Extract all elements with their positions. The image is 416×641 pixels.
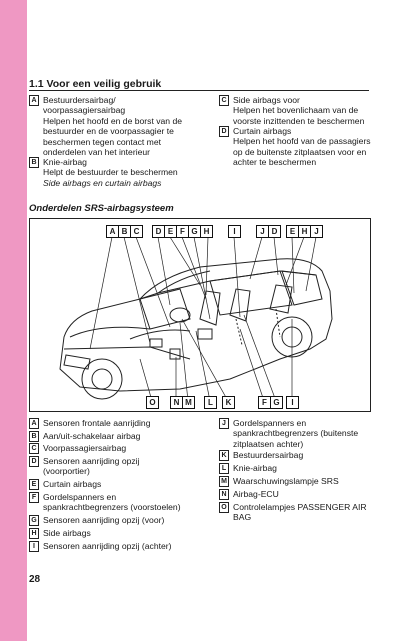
legend-text: (voorportier) (43, 466, 90, 477)
legend-h: H Side airbags (29, 528, 209, 539)
legend-text: Side airbags (43, 528, 91, 538)
key-badge: C (219, 95, 229, 106)
legend-c: C Voorpassagiersairbag (29, 443, 209, 454)
entry-text: Bestuurdersairbag/ (43, 95, 116, 105)
entry-d: D Curtain airbags Helpen het hoofd van d… (219, 126, 379, 168)
bottom-color-tab (0, 630, 27, 641)
key-badge: B (29, 157, 39, 168)
entry-c: C Side airbags voor Helpen het bovenlich… (219, 95, 379, 126)
callout-g: G (188, 225, 201, 238)
legend-text: Gordelspanners en (43, 492, 117, 502)
entry-b: B Knie-airbag Helpt de bestuurder te bes… (29, 157, 209, 188)
key-badge: D (29, 456, 39, 467)
legend-l: L Knie-airbag (219, 463, 379, 474)
callout-b: B (118, 225, 131, 238)
car-illustration (59, 236, 333, 402)
key-badge: O (219, 502, 229, 513)
key-badge: G (29, 515, 39, 526)
callout-l: L (204, 396, 217, 409)
title-rule (29, 90, 369, 91)
legend-text: Sensoren aanrijding opzij (achter) (43, 541, 172, 551)
key-badge: D (219, 126, 229, 137)
key-badge: F (29, 492, 39, 503)
legend-text: Airbag-ECU (233, 489, 279, 499)
key-badge: A (29, 95, 39, 106)
callout-j-rear: J (310, 225, 323, 238)
legend-a: A Sensoren frontale aanrijding (29, 418, 209, 429)
legend-text: Waarschuwingslampje SRS (233, 476, 339, 486)
legend-e: E Curtain airbags (29, 479, 209, 490)
entry-text: Knie-airbag (43, 157, 87, 167)
key-badge: B (29, 431, 39, 442)
entry-text: Side airbags en curtain airbags (43, 177, 162, 188)
legend-text: Aan/uit-schakelaar airbag (43, 431, 141, 441)
entry-text: bestuurder en de voorpassagier te (43, 126, 174, 137)
entry-text: voorste inzittenden te beschermen (233, 115, 365, 126)
entry-text: op de buitenste zitplaatsen voor en (233, 146, 367, 157)
callout-i-bottom: I (286, 396, 299, 409)
entry-text: beschermen tegen contact met (43, 136, 161, 147)
entry-text: Helpen het hoofd en de borst van de (43, 115, 183, 126)
legend-g: G Sensoren aanrijding opzij (voor) (29, 515, 209, 526)
key-badge: K (219, 450, 229, 461)
callout-e-rear: E (286, 225, 299, 238)
callout-a: A (106, 225, 119, 238)
legend-text: Curtain airbags (43, 479, 102, 489)
key-badge: I (29, 541, 39, 552)
callout-m: M (182, 396, 195, 409)
legend-text: Sensoren frontale aanrijding (43, 418, 151, 428)
entry-text: onderdelen van het interieur (43, 147, 151, 158)
legend-b: B Aan/uit-schakelaar airbag (29, 431, 209, 442)
key-badge: M (219, 476, 229, 487)
legend-text: Voorpassagiersairbag (43, 443, 127, 453)
legend-text: zitplaatsen achter) (233, 438, 304, 449)
entry-text: voorpassagiersairbag (43, 105, 126, 116)
section-title: 1.1 Voor een veilig gebruik (29, 78, 162, 90)
callout-d-rear: D (268, 225, 281, 238)
legend-m: M Waarschuwingslampje SRS (219, 476, 379, 487)
callout-c: C (130, 225, 143, 238)
entry-a: A Bestuurdersairbag/ voorpassagiersairba… (29, 95, 209, 157)
entry-text: Helpt de bestuurder te beschermen (43, 167, 178, 178)
srs-diagram: A B C D E F G H I J D E H J O N M L K F … (29, 218, 371, 412)
legend-d: D Sensoren aanrijding opzij(voorportier) (29, 456, 209, 477)
page-number: 28 (29, 574, 41, 585)
legend-text: Bestuurdersairbag (233, 450, 304, 460)
callout-j: J (256, 225, 269, 238)
key-badge: C (29, 443, 39, 454)
entry-text: Side airbags voor (233, 95, 300, 105)
key-badge: H (29, 528, 39, 539)
key-badge: J (219, 418, 229, 429)
legend-text: Knie-airbag (233, 463, 277, 473)
side-color-tab (0, 0, 27, 641)
legend-text: spankrachtbegrenzers (voorstoelen) (43, 502, 181, 513)
entry-text: achter te beschermen (233, 157, 317, 168)
entry-text: Curtain airbags (233, 126, 292, 136)
diagram-subtitle: Onderdelen SRS-airbagsysteem (29, 203, 174, 214)
legend-i: I Sensoren aanrijding opzij (achter) (29, 541, 209, 552)
entry-text: Helpen het bovenlichaam van de (233, 105, 359, 116)
legend-text: Sensoren aanrijding opzij (voor) (43, 515, 165, 525)
key-badge: E (29, 479, 39, 490)
key-badge: A (29, 418, 39, 429)
callout-i: I (228, 225, 241, 238)
legend-text: Controlelampjes PASSENGER AIR (233, 502, 367, 512)
callout-o: O (146, 396, 159, 409)
callout-h: H (200, 225, 213, 238)
entry-text: Helpen het hoofd van de passagiers (233, 136, 371, 147)
legend-n: N Airbag-ECU (219, 489, 379, 500)
callout-k: K (222, 396, 235, 409)
legend-text: Gordelspanners en (233, 418, 307, 428)
legend-k: K Bestuurdersairbag (219, 450, 379, 461)
key-badge: N (219, 489, 229, 500)
key-badge: L (219, 463, 229, 474)
legend-text: Sensoren aanrijding opzij (43, 456, 140, 466)
legend-text: BAG (233, 512, 252, 523)
legend-text: spankrachtbegrenzers (buitenste (233, 428, 359, 439)
callout-g-bottom: G (270, 396, 283, 409)
